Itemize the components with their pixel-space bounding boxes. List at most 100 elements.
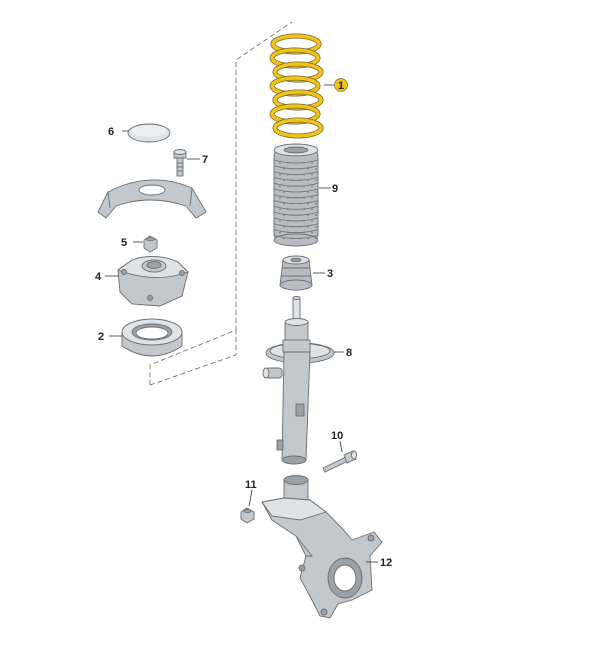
boot-texture-dot [283,225,285,228]
bolt-short[interactable] [173,149,187,177]
boot-texture-dot [303,173,305,176]
boot-texture-dot [299,167,301,170]
boot-texture-dot [295,220,297,222]
boot-texture-dot [311,196,313,199]
callout-label-1: 1 [338,80,344,92]
heat-shield-plate[interactable] [97,179,207,219]
boot-texture-dot [299,202,301,205]
boot-texture-dot [299,237,301,240]
boot-texture-dot [315,237,317,240]
boot-texture-dot [295,231,297,234]
boot-texture-dot [315,214,317,217]
boot-texture-dot [279,208,281,211]
boot-texture-dot [307,167,309,170]
boot-texture-dot [287,220,289,222]
boot-texture-dot [299,191,301,193]
boot-texture-dot [279,173,281,176]
boot-texture-dot [307,191,309,193]
callout-1: 1 [334,78,348,92]
boot-texture-dot [311,208,313,211]
boot-texture-dot [291,179,293,182]
boot-texture-dot [303,196,305,199]
boot-texture-dot [287,231,289,234]
callout-label-4: 4 [95,271,102,283]
boot-texture-dot [311,185,313,188]
callout-label-5: 5 [121,237,127,249]
boot-texture-dot [307,202,309,205]
boot-texture-dot [287,162,289,164]
boot-texture-dot [291,225,293,228]
boot-texture-dot [311,162,313,164]
boot-texture-dot [303,162,305,164]
boot-texture-dot [295,185,297,188]
boot-texture-dot [295,196,297,199]
nut-small[interactable] [240,507,255,524]
callout-label-12: 12 [380,557,392,569]
boot-texture-dot [295,173,297,176]
boot-rib [273,211,319,216]
boot-texture-dot [287,185,289,188]
boot-texture-dot [295,208,297,211]
boot-texture-dot [299,179,301,182]
callout-label-8: 8 [346,347,352,359]
boot-texture-dot [311,231,313,234]
boot-rib [273,235,319,239]
nut[interactable] [143,235,158,253]
bolt-long[interactable] [322,450,357,473]
boot-rib [273,223,319,228]
callout-label-7: 7 [202,154,208,166]
boot-texture-dot [283,167,285,170]
boot-texture-dot [303,231,305,234]
leader-lines [105,84,378,563]
coil-spring[interactable] [269,33,324,139]
shock-absorber[interactable] [262,296,335,465]
boot-texture-dot [291,214,293,217]
boot-texture-dot [311,220,313,222]
boot-texture-dot [303,220,305,222]
boot-texture-dot [283,179,285,182]
boot-texture-dot [287,208,289,211]
boot-rib [273,165,319,170]
boot-texture-dot [283,214,285,217]
boot-rib [273,188,319,193]
boot-texture-dot [279,220,281,222]
spring-coil [273,118,323,138]
boot-texture-dot [299,214,301,217]
callout-label-9: 9 [332,183,338,195]
callout-label-6: 6 [108,126,114,138]
boot-texture-dot [291,202,293,205]
boot-texture-dot [315,191,317,193]
protective-boot[interactable] [273,143,319,247]
callout-label-11: 11 [245,479,257,491]
boot-texture-dot [315,167,317,170]
callout-1-highlight [334,78,348,92]
boot-texture-dot [279,162,281,164]
steering-knuckle[interactable] [261,475,383,619]
boot-texture-dot [283,191,285,193]
boot-rib [273,200,319,204]
boot-texture-dot [311,173,313,176]
mount-bearing[interactable] [121,318,183,357]
callout-label-2: 2 [98,331,104,343]
boot-texture-dot [315,179,317,182]
boot-texture-dot [283,237,285,240]
boot-texture-dot [307,225,309,228]
bump-stop[interactable] [279,255,313,291]
boot-texture-dot [303,185,305,188]
boot-texture-dot [291,237,293,240]
boot-texture-dot [315,202,317,205]
boot-texture-dot [287,196,289,199]
cap[interactable] [127,123,171,143]
boot-texture-dot [307,237,309,240]
strut-mount[interactable] [117,256,189,307]
boot-texture-dot [279,231,281,234]
boot-texture-dot [279,185,281,188]
callout-label-10: 10 [331,430,343,442]
boot-texture-dot [299,225,301,228]
boot-texture-dot [307,179,309,182]
boot-texture-dot [295,162,297,164]
boot-texture-dot [279,196,281,199]
boot-texture-dot [315,225,317,228]
boot-texture-dot [291,167,293,170]
